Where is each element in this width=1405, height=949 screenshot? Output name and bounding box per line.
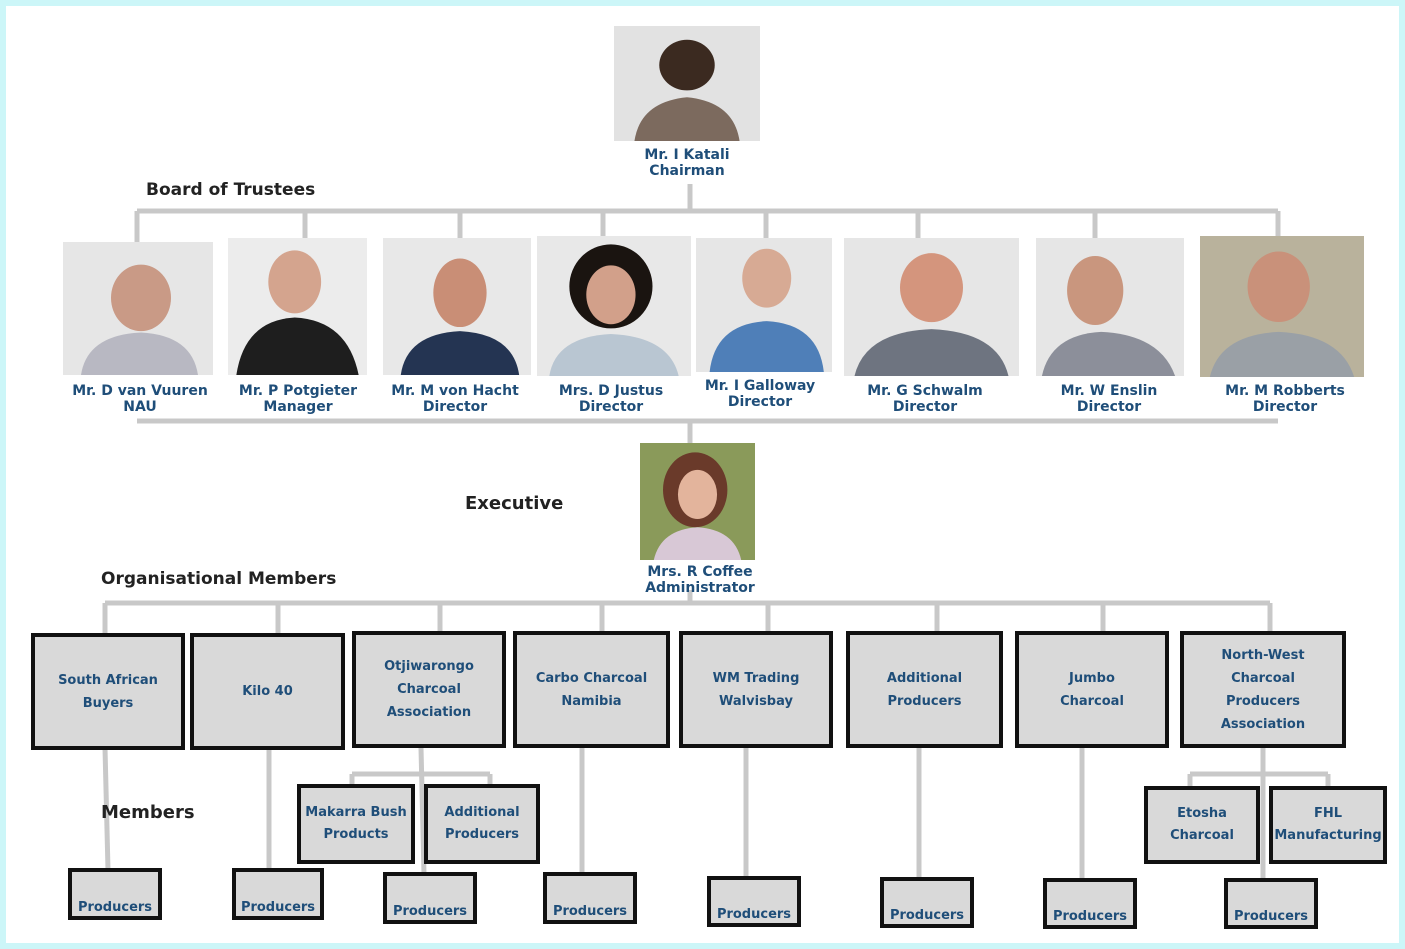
member-box: Additional Producers xyxy=(424,784,540,864)
chairman-name: Mr. I Katali xyxy=(644,147,730,163)
trustee-caption: Mr. P Potgieter Manager xyxy=(223,383,373,415)
trustee-caption: Mr. D van Vuuren NAU xyxy=(60,383,220,415)
producers-box: Producers xyxy=(707,876,801,927)
producers-box: Producers xyxy=(232,868,324,920)
producers-box: Producers xyxy=(543,872,637,924)
members-label: Members xyxy=(101,802,195,823)
member-box: FHL Manufacturing xyxy=(1269,786,1387,864)
person-photo-icon xyxy=(228,238,367,375)
org-member-box: WM Trading Walvisbay xyxy=(679,631,833,748)
executive-name: Mrs. R Coffee xyxy=(647,564,753,580)
person-photo-icon xyxy=(1036,238,1184,376)
org-member-box: Kilo 40 xyxy=(190,633,345,750)
executive-label: Executive xyxy=(465,493,564,514)
trustee-caption: Mr. W Enslin Director xyxy=(1034,383,1184,415)
person-photo-icon xyxy=(537,236,691,376)
trustee-photo xyxy=(1200,236,1364,377)
member-box: Etosha Charcoal xyxy=(1144,786,1260,864)
chairman-caption: Mr. I Katali Chairman xyxy=(592,147,782,179)
trustee-name: Mr. D van Vuuren xyxy=(72,383,208,399)
person-photo-icon xyxy=(844,238,1019,376)
trustee-photo xyxy=(63,242,213,375)
trustee-caption: Mr. M von Hacht Director xyxy=(380,383,530,415)
producers-box: Producers xyxy=(880,877,974,928)
person-photo-icon xyxy=(640,443,755,560)
org-member-box: Carbo Charcoal Namibia xyxy=(513,631,670,748)
trustee-photo xyxy=(696,238,832,372)
organisational-members-label: Organisational Members xyxy=(101,569,337,589)
executive-photo xyxy=(640,443,755,560)
trustee-role: Director xyxy=(1076,399,1142,415)
trustee-role: Director xyxy=(422,399,488,415)
trustee-name: Mr. I Galloway xyxy=(704,378,816,394)
executive-role: Administrator xyxy=(645,580,755,596)
connector-lines xyxy=(102,184,1331,882)
org-member-box: South African Buyers xyxy=(31,633,185,750)
executive-caption: Mrs. R Coffee Administrator xyxy=(620,564,780,596)
person-photo-icon xyxy=(383,238,531,375)
person-photo-icon xyxy=(614,26,760,141)
chairman-role: Chairman xyxy=(649,163,725,179)
trustee-photo xyxy=(844,238,1019,376)
trustee-photo xyxy=(537,236,691,376)
trustee-caption: Mrs. D Justus Director xyxy=(536,383,686,415)
producers-box: Producers xyxy=(1224,878,1318,929)
trustee-caption: Mr. I Galloway Director xyxy=(685,378,835,410)
trustee-role: Director xyxy=(578,399,644,415)
trustee-name: Mr. M Robberts xyxy=(1225,383,1345,399)
trustee-name: Mr. M von Hacht xyxy=(391,383,519,399)
member-box: Makarra Bush Products xyxy=(297,784,415,864)
org-member-box: Otjiwarongo Charcoal Association xyxy=(352,631,506,748)
org-chart: Board of Trustees Executive Organisation… xyxy=(6,6,1399,943)
trustee-role: Director xyxy=(1252,399,1318,415)
trustee-role: Director xyxy=(892,399,958,415)
trustee-photo xyxy=(1036,238,1184,376)
trustee-role: Manager xyxy=(263,399,333,415)
trustee-photo xyxy=(228,238,367,375)
trustee-caption: Mr. G Schwalm Director xyxy=(850,383,1000,415)
person-photo-icon xyxy=(1200,236,1364,377)
trustee-role: NAU xyxy=(123,399,157,415)
trustee-name: Mr. W Enslin xyxy=(1060,383,1158,399)
person-photo-icon xyxy=(696,238,832,372)
trustee-role: Director xyxy=(727,394,793,410)
board-of-trustees-label: Board of Trustees xyxy=(146,180,316,200)
producers-box: Producers xyxy=(383,872,477,924)
producers-box: Producers xyxy=(68,868,162,920)
trustee-caption: Mr. M Robberts Director xyxy=(1210,383,1360,415)
trustee-name: Mr. G Schwalm xyxy=(867,383,983,399)
org-member-box: Additional Producers xyxy=(846,631,1003,748)
producers-box: Producers xyxy=(1043,878,1137,929)
person-photo-icon xyxy=(63,242,213,375)
chairman-photo xyxy=(614,26,760,141)
trustee-name: Mr. P Potgieter xyxy=(238,383,358,399)
org-member-box: North-West Charcoal Producers Associatio… xyxy=(1180,631,1346,748)
trustee-name: Mrs. D Justus xyxy=(558,383,664,399)
org-member-box: Jumbo Charcoal xyxy=(1015,631,1169,748)
trustee-photo xyxy=(383,238,531,375)
